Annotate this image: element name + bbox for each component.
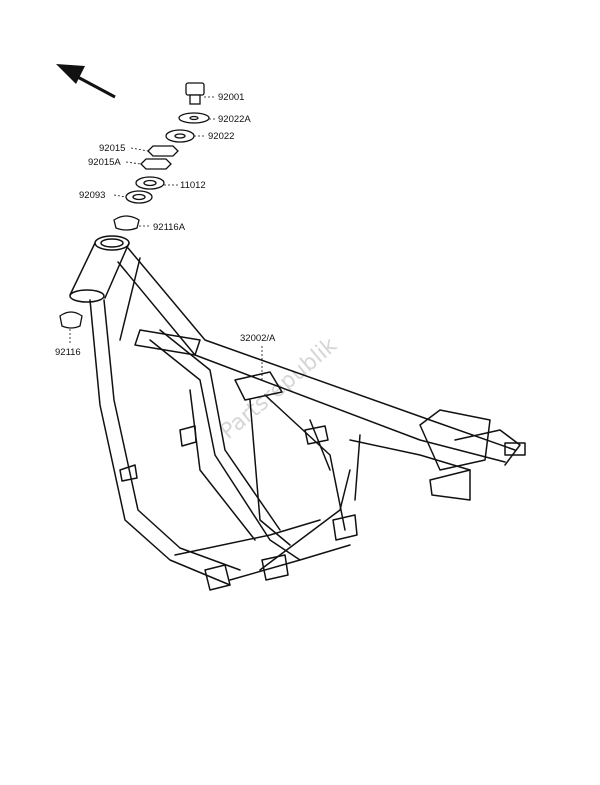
part-92116A-race[interactable] [113, 215, 140, 231]
part-92116-race[interactable] [59, 311, 83, 329]
label-92116A: 92116A [153, 222, 186, 233]
label-32002A: 32002/A [240, 333, 276, 344]
part-92015-nut[interactable] [147, 145, 179, 157]
label-92022: 92022 [208, 131, 234, 142]
part-92093-seal[interactable] [125, 190, 153, 204]
label-92022A: 92022A [218, 114, 251, 125]
part-11012-cap[interactable] [135, 176, 165, 190]
label-11012: 11012 [180, 180, 206, 191]
label-92015: 92015 [99, 143, 125, 154]
label-92001: 92001 [218, 92, 244, 103]
arrow-up-left-icon [56, 64, 116, 99]
part-92001-bolt[interactable] [185, 82, 205, 105]
part-92022A-washer[interactable] [178, 112, 210, 124]
frame-32002A[interactable] [69, 235, 526, 591]
watermark: Partsrepublik [216, 333, 342, 445]
label-92093: 92093 [79, 190, 105, 201]
label-92116: 92116 [55, 347, 81, 358]
part-92015A-nut[interactable] [140, 158, 172, 170]
label-92015A: 92015A [88, 157, 121, 168]
part-92022-washer[interactable] [165, 129, 195, 143]
